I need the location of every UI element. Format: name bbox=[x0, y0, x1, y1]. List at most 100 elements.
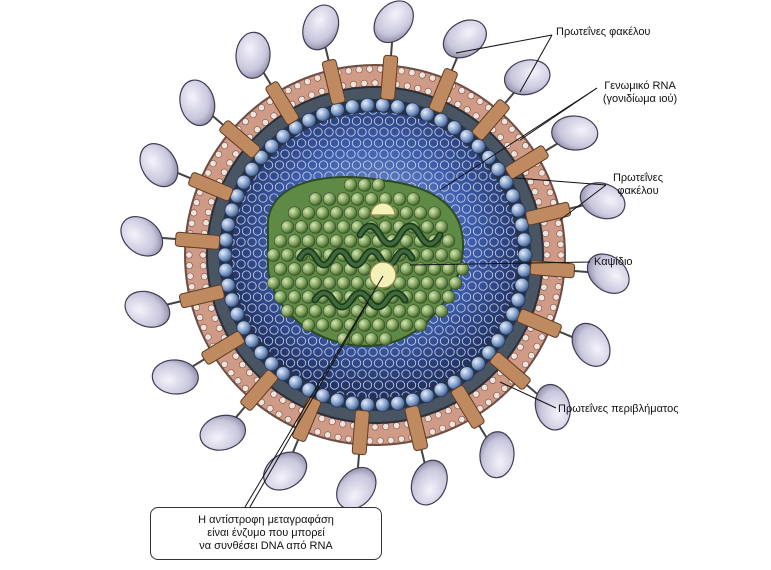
spike-stalk bbox=[265, 81, 300, 125]
core-bead bbox=[364, 192, 379, 206]
core-bead bbox=[350, 192, 365, 206]
core-bead bbox=[441, 234, 456, 248]
matrix-bead bbox=[253, 345, 269, 361]
matrix-bead bbox=[301, 112, 317, 128]
matrix-bead bbox=[405, 102, 420, 118]
matrix-bead bbox=[217, 247, 233, 263]
core-bead bbox=[378, 332, 393, 346]
core-bead bbox=[329, 234, 344, 248]
label-envelope-proteins-mid-line2: φακέλου bbox=[617, 185, 659, 197]
core-bead bbox=[420, 220, 435, 234]
core-bead bbox=[308, 304, 323, 318]
reverse-transcriptase-note: Η αντίστροφη μεταγραφάση είναι ένζυμο πο… bbox=[150, 507, 382, 560]
matrix-bead bbox=[220, 217, 236, 233]
matrix-bead bbox=[218, 262, 234, 278]
matrix-bead bbox=[459, 128, 475, 144]
matrix-bead bbox=[481, 345, 497, 361]
core-bead bbox=[343, 206, 358, 220]
core-bead bbox=[406, 304, 421, 318]
core-bead bbox=[280, 220, 295, 234]
matrix-bead bbox=[275, 128, 291, 144]
matrix-bead bbox=[405, 392, 420, 408]
matrix-bead bbox=[490, 333, 506, 349]
core-bead bbox=[322, 220, 337, 234]
core-bead bbox=[399, 262, 414, 276]
matrix-bead bbox=[229, 306, 245, 322]
core-bead bbox=[413, 262, 428, 276]
matrix-bead bbox=[419, 106, 435, 122]
matrix-bead bbox=[516, 232, 532, 248]
matrix-bead bbox=[498, 174, 514, 190]
matrix-bead bbox=[236, 320, 252, 336]
core-bead bbox=[294, 220, 309, 234]
note-line3: να συνθέσει DNA από RNA bbox=[199, 540, 333, 552]
core-bead bbox=[287, 206, 302, 220]
glycoprotein bbox=[124, 290, 171, 328]
core-bead bbox=[427, 206, 442, 220]
matrix-bead bbox=[446, 120, 462, 136]
core-bead bbox=[427, 262, 442, 276]
note-line2: είναι ένζυμο που μπορεί bbox=[207, 527, 325, 539]
glycoprotein bbox=[586, 253, 630, 294]
glycoprotein bbox=[302, 4, 340, 51]
core-bead bbox=[294, 276, 309, 290]
core-bead bbox=[336, 220, 351, 234]
spike-stalk bbox=[201, 330, 245, 365]
spike-stalk bbox=[174, 231, 221, 250]
core-bead bbox=[343, 178, 358, 192]
core-bead bbox=[301, 206, 316, 220]
matrix-bead bbox=[224, 292, 240, 308]
core-bead bbox=[308, 276, 323, 290]
core-bead bbox=[406, 276, 421, 290]
core-bead bbox=[420, 276, 435, 290]
core-bead bbox=[399, 318, 414, 332]
matrix-bead bbox=[470, 356, 486, 372]
matrix-bead bbox=[218, 232, 234, 248]
matrix-bead bbox=[481, 149, 497, 165]
core-bead bbox=[322, 192, 337, 206]
glycoprotein bbox=[534, 383, 571, 431]
spike-stalk bbox=[351, 409, 370, 456]
matrix-bead bbox=[244, 333, 260, 349]
core-bead bbox=[273, 234, 288, 248]
label-matrix-proteins: Πρωτεΐνες περιβλήματος bbox=[558, 403, 679, 415]
core-bead bbox=[273, 290, 288, 304]
core-bead bbox=[280, 276, 295, 290]
matrix-bead bbox=[244, 161, 260, 177]
genomic-rna bbox=[296, 222, 444, 311]
core-bead bbox=[357, 318, 372, 332]
label-envelope-proteins-mid: Πρωτεΐνες φακέλου bbox=[593, 172, 683, 198]
core-bead bbox=[308, 220, 323, 234]
matrix-bead bbox=[301, 382, 317, 398]
glycoprotein bbox=[120, 216, 164, 257]
core-bead bbox=[294, 304, 309, 318]
matrix-bead bbox=[514, 277, 530, 293]
core-bead bbox=[308, 192, 323, 206]
core-bead bbox=[301, 318, 316, 332]
core-bead bbox=[301, 262, 316, 276]
matrix-bead bbox=[375, 97, 390, 113]
glycoprotein bbox=[571, 322, 611, 367]
matrix-bead bbox=[375, 397, 390, 413]
core-bead bbox=[399, 206, 414, 220]
matrix-bead bbox=[288, 374, 304, 390]
core-bead bbox=[434, 248, 449, 262]
matrix-bead bbox=[516, 262, 532, 278]
core-bead bbox=[280, 248, 295, 262]
spike-stalk bbox=[489, 351, 531, 390]
label-envelope-proteins-mid-line1: Πρωτεΐνες bbox=[612, 172, 664, 184]
label-genomic-rna-line1: Γενωμικό RNA bbox=[604, 80, 676, 92]
matrix-bead bbox=[330, 102, 345, 118]
core-bead bbox=[441, 262, 456, 276]
core-bead bbox=[448, 276, 463, 290]
core-bead bbox=[329, 262, 344, 276]
core-bead bbox=[385, 318, 400, 332]
label-genomic-rna-line2: (γονιδίωμα ιού) bbox=[602, 93, 678, 105]
glycoprotein bbox=[235, 31, 271, 79]
core-bead bbox=[448, 248, 463, 262]
spike-stalk bbox=[380, 54, 399, 101]
core-bead bbox=[455, 262, 470, 276]
core-bead bbox=[301, 234, 316, 248]
matrix-bead bbox=[433, 112, 449, 128]
matrix-bead bbox=[236, 174, 252, 190]
